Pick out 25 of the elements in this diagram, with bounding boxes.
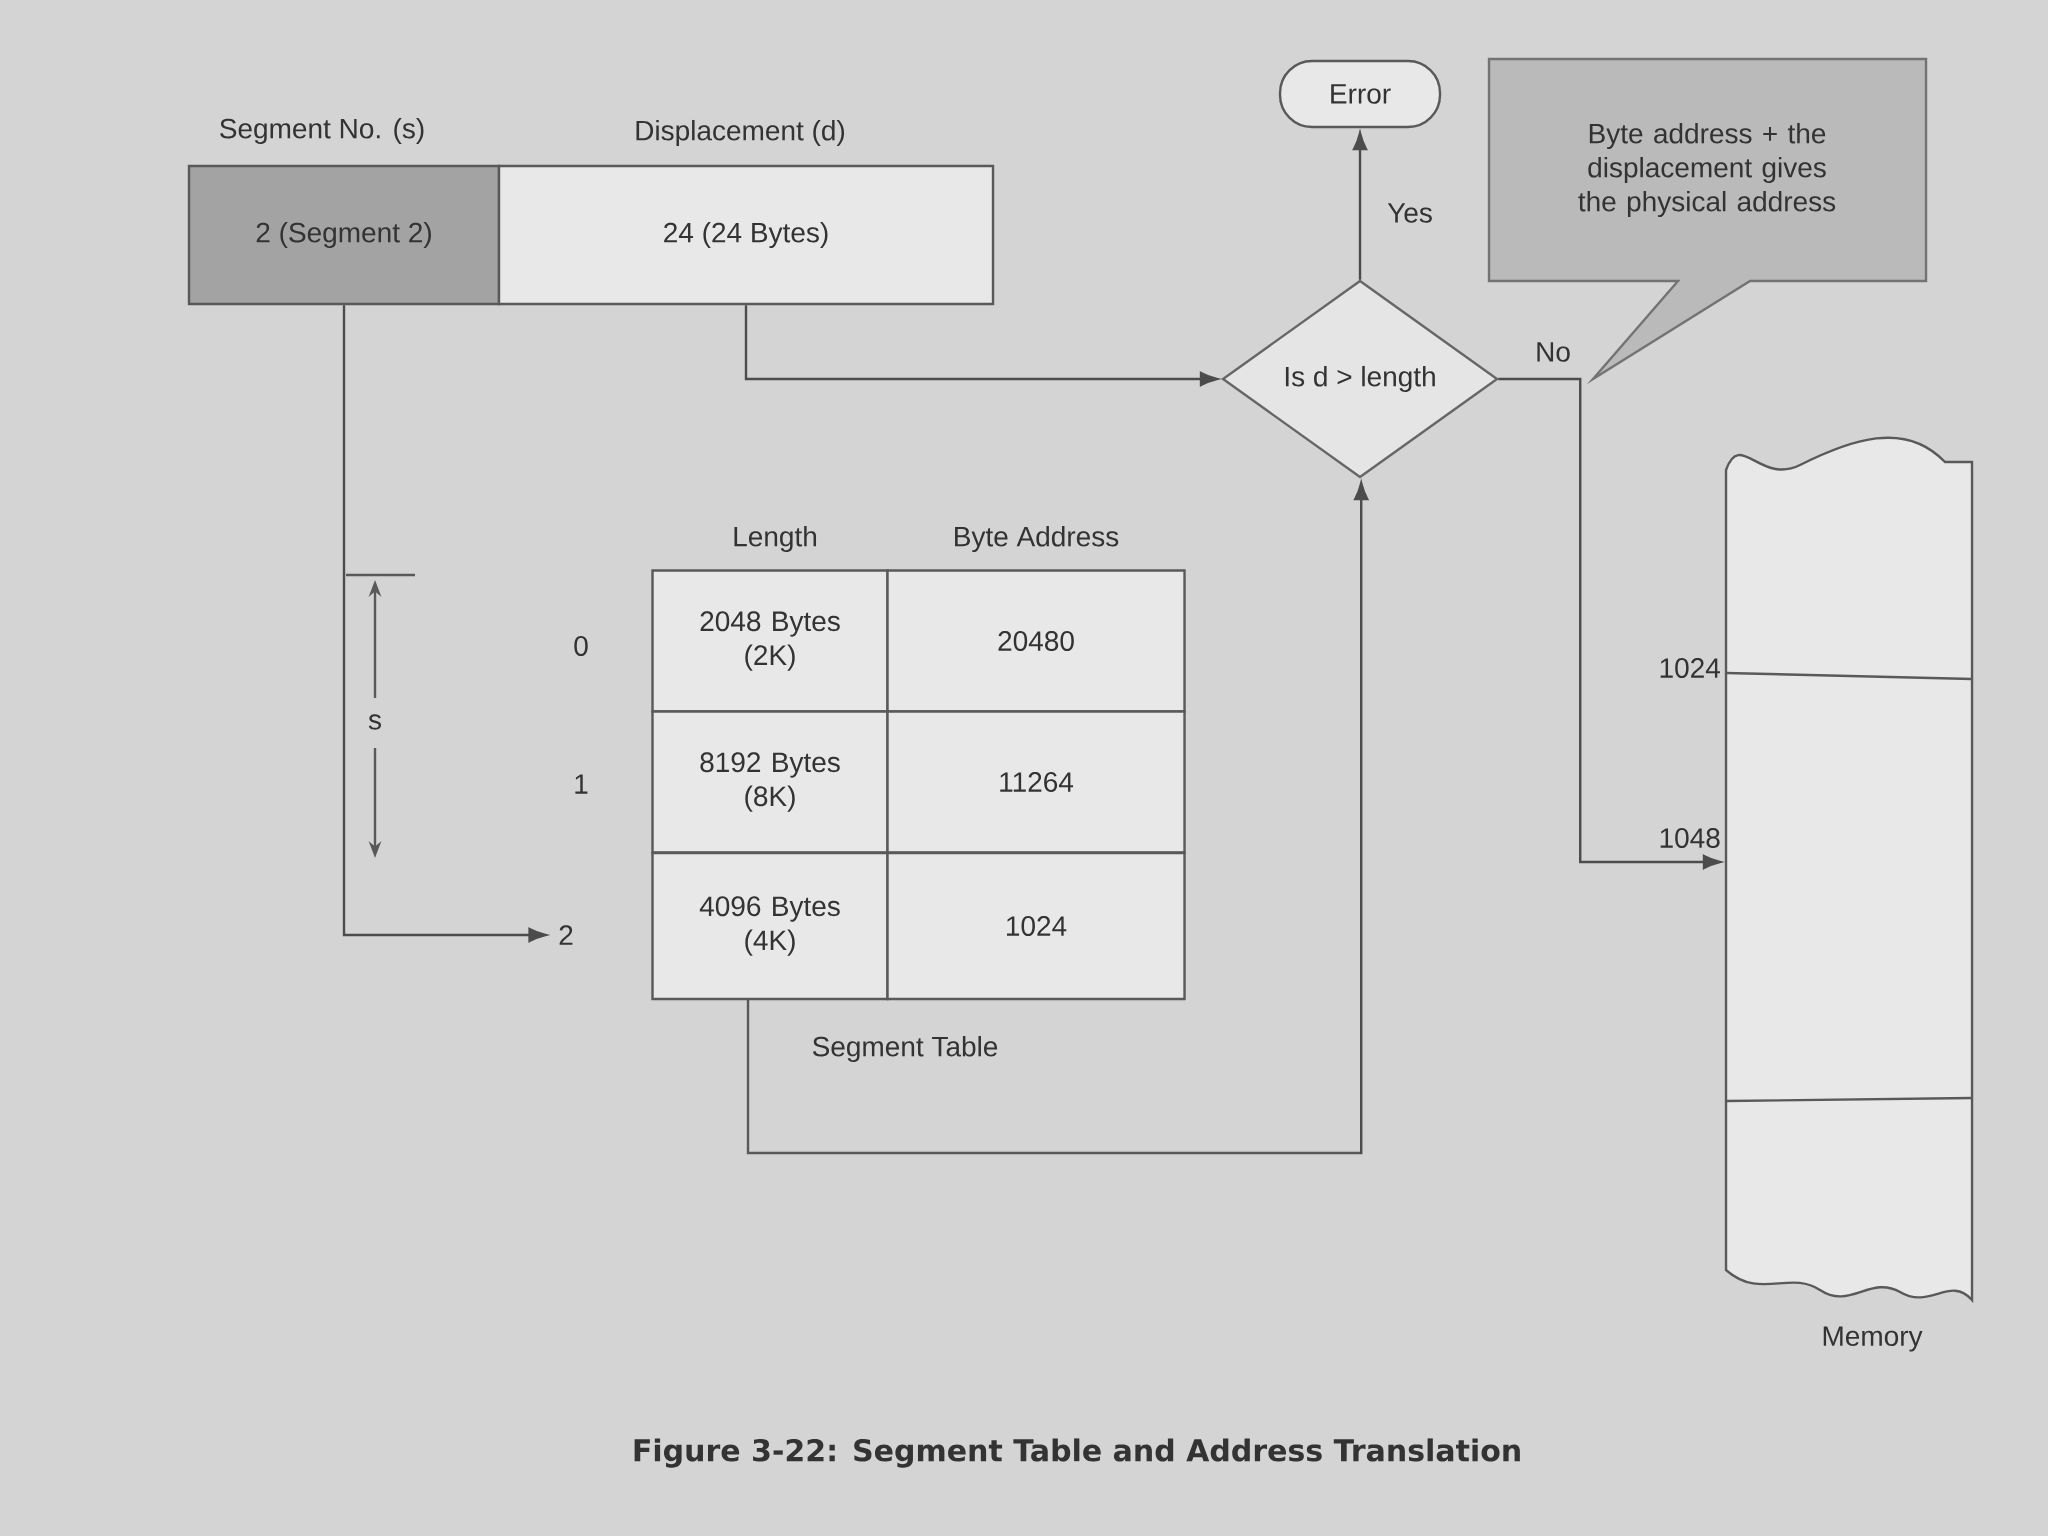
terminal-box: Error	[1278, 59, 1442, 129]
figure-caption: Figure 3-22: Segment Table and Address Translation	[634, 1438, 1520, 1468]
arrow	[342, 305, 547, 943]
row-number: 0	[574, 636, 588, 656]
edge-label: Yes	[1385, 201, 1435, 225]
dimension-label: s	[368, 714, 381, 730]
address-field: 24 (24 Bytes)	[497, 164, 995, 306]
table-cell: 11264	[886, 710, 1186, 854]
edge-label: No	[1533, 340, 1573, 364]
row-number: 1	[575, 774, 588, 794]
table-cell: 1024	[886, 851, 1186, 1001]
address-label: 1048	[1660, 828, 1720, 848]
table-cell: 2048 Bytes (2K)	[651, 569, 889, 713]
node-label: Memory	[1823, 1326, 1923, 1352]
segment-table-box: Segment Table	[746, 999, 1360, 1155]
table-heading: Length	[734, 525, 816, 553]
table-heading: Byte Address	[955, 525, 1119, 553]
table-cell: 20480	[886, 569, 1186, 713]
column-heading: Segment No. (s)	[220, 117, 424, 145]
memory-column: Memory	[1724, 436, 1974, 1352]
address-field: 2 (Segment 2)	[187, 164, 501, 306]
table-cell: 8192 Bytes (8K)	[651, 710, 889, 854]
table-cell: 4096 Bytes (4K)	[651, 851, 889, 1001]
column-heading: Displacement (d)	[636, 119, 845, 147]
row-number: 2	[559, 925, 573, 945]
